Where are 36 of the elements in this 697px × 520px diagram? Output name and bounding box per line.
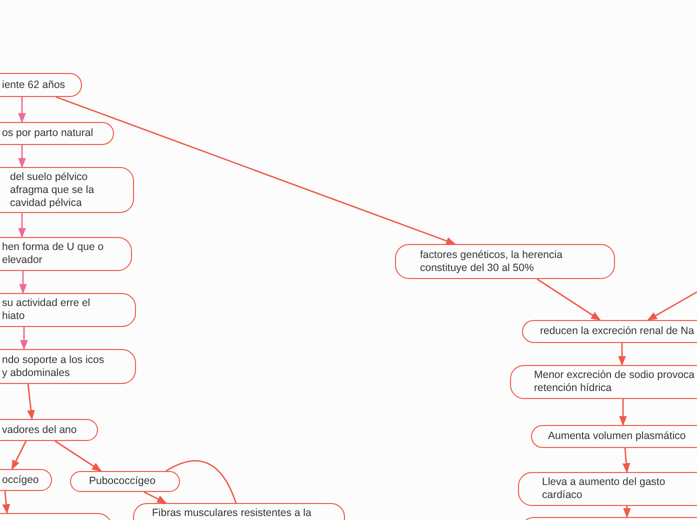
node-text: Menor excreción de sodio provoca retención hídrica bbox=[534, 369, 696, 395]
connector-arrow bbox=[647, 291, 697, 321]
connector-arrow bbox=[11, 440, 27, 470]
node-text: Pubococcígeo bbox=[89, 475, 157, 488]
rounded-box bbox=[510, 365, 697, 399]
rounded-box bbox=[70, 471, 180, 492]
node-text: factores genéticos, la herencia constituye del 30 al 50% bbox=[420, 248, 564, 274]
connector-arrow bbox=[18, 145, 26, 168]
rounded-box bbox=[518, 472, 697, 506]
connector-arrow bbox=[618, 343, 626, 366]
connector-arrow bbox=[56, 96, 456, 245]
connector-arrow bbox=[18, 97, 26, 123]
connector-arrow bbox=[19, 271, 27, 294]
connector-arrow bbox=[18, 213, 26, 238]
node-text: iente 62 años bbox=[2, 78, 66, 92]
node-text: Fibras musculares resistentes a la bbox=[152, 507, 312, 520]
node-text: hen forma de U que o elevador bbox=[2, 241, 105, 267]
connector-arrow bbox=[27, 384, 35, 420]
connector-arrow bbox=[20, 327, 28, 350]
node-text: occígeo bbox=[2, 474, 40, 486]
node-text: del suelo pélvico afragma que se la cavidad pélvica bbox=[10, 170, 96, 210]
connector-arrow bbox=[144, 491, 167, 504]
node-text: vadores del ano bbox=[2, 424, 78, 436]
connector-arrow bbox=[536, 278, 601, 321]
node-text: Aumenta volumen plasmático bbox=[548, 430, 687, 443]
connector-arrow bbox=[54, 440, 102, 472]
node-text: ndo soporte a los icos y abdominales bbox=[2, 354, 106, 380]
node-text: os por parto natural bbox=[2, 127, 94, 140]
connector-arrow bbox=[623, 506, 631, 518]
connector-arrow bbox=[622, 448, 630, 473]
node-text: su actividad erre el hiato bbox=[2, 297, 92, 323]
rounded-box bbox=[395, 244, 615, 279]
connector-arrow bbox=[2, 490, 10, 514]
node-text: reducen la excreción renal de Na bbox=[540, 325, 696, 338]
node-text: Lleva a aumento del gasto cardíaco bbox=[542, 476, 666, 502]
connector-arrow bbox=[619, 399, 627, 426]
